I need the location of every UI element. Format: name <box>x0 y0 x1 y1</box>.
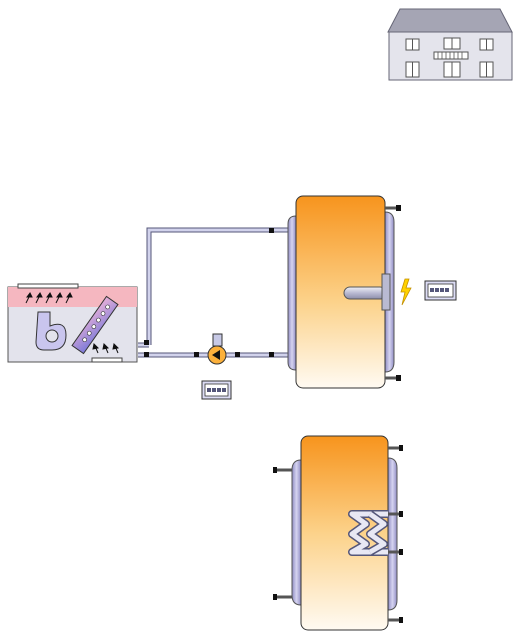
lightning-icon <box>400 278 412 306</box>
hot-water-tank <box>273 435 403 631</box>
coil-heat-exchanger-icon <box>348 510 388 556</box>
house-icon <box>387 8 513 81</box>
controller-icon[interactable] <box>201 380 232 400</box>
buffer-tank <box>287 195 412 389</box>
circulation-pump-icon[interactable] <box>207 333 227 365</box>
controller-icon-2[interactable] <box>424 280 457 301</box>
heat-pump-icon <box>7 283 138 363</box>
electric-heating-rod-icon <box>343 273 391 311</box>
warm-air-arrows <box>25 292 73 304</box>
intake-air-arrows <box>92 342 120 354</box>
heat-exchanger-icon <box>71 295 119 355</box>
